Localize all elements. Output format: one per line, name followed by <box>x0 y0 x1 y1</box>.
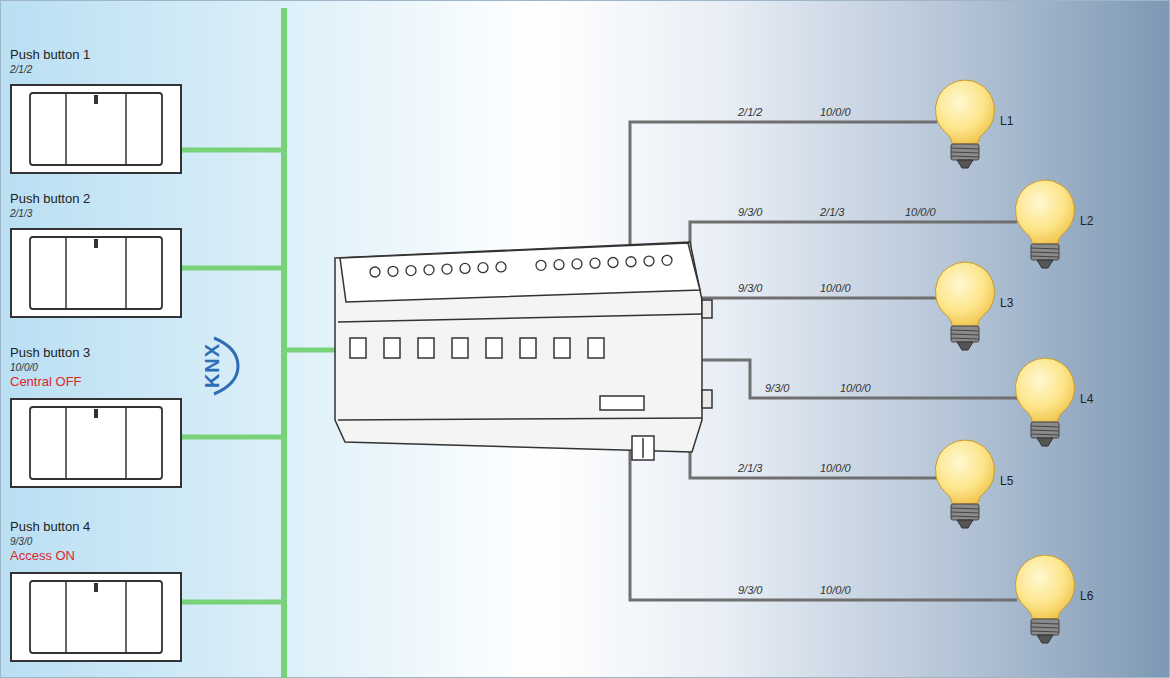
device-name: Push button 2 <box>10 191 200 207</box>
knx-bus <box>182 8 338 678</box>
lamp-name: L6 <box>1080 589 1093 603</box>
light-bulb <box>1010 356 1080 452</box>
lamp-name: L2 <box>1080 214 1093 228</box>
lamp-name: L4 <box>1080 392 1093 406</box>
group-address: 2/1/3 <box>820 206 844 219</box>
lamp: L6 <box>1010 553 1120 649</box>
group-address: 2/1/3 <box>738 462 762 475</box>
group-address: 9/3/0 <box>738 584 762 597</box>
status-led <box>370 255 672 277</box>
lamp-name: L1 <box>1000 114 1013 128</box>
group-address: 2/1/3 <box>10 207 200 220</box>
push-button: Push button 12/1/2 <box>10 47 200 174</box>
group-address: 10/0/0 <box>820 106 851 119</box>
group-address: 10/0/0 <box>10 361 200 374</box>
group-address: 10/0/0 <box>905 206 936 219</box>
group-address: 10/0/0 <box>820 462 851 475</box>
group-address: 2/1/2 <box>10 63 200 76</box>
switch-actuator <box>335 242 712 460</box>
device-name: Push button 3 <box>10 345 200 361</box>
group-address: 9/3/0 <box>738 282 762 295</box>
light-bulb <box>1010 553 1080 649</box>
group-address: 9/3/0 <box>765 382 789 395</box>
light-bulb <box>930 438 1000 534</box>
manual-key <box>350 338 604 358</box>
light-bulb <box>930 260 1000 356</box>
lamp: L3 <box>930 260 1040 356</box>
light-bulb <box>1010 178 1080 274</box>
push-button-symbol <box>10 572 182 662</box>
push-button: Push button 22/1/3 <box>10 191 200 318</box>
light-bulb <box>930 78 1000 174</box>
lamp: L5 <box>930 438 1040 534</box>
push-button: Push button 310/0/0Central OFF <box>10 345 200 488</box>
push-button: Push button 49/3/0Access ON <box>10 519 200 662</box>
lamp: L2 <box>1010 178 1120 274</box>
group-address: 9/3/0 <box>738 206 762 219</box>
device-name: Push button 4 <box>10 519 200 535</box>
push-button-symbol <box>10 84 182 174</box>
push-button-symbol <box>10 228 182 318</box>
group-address: 10/0/0 <box>820 584 851 597</box>
lamp-name: L3 <box>1000 296 1013 310</box>
group-address: 9/3/0 <box>10 535 200 548</box>
group-address: 2/1/2 <box>738 106 762 119</box>
push-button-symbol <box>10 398 182 488</box>
group-address: 10/0/0 <box>820 282 851 295</box>
function-label: Access ON <box>10 548 200 564</box>
lamp-name: L5 <box>1000 474 1013 488</box>
knx-logo: KNX <box>201 343 224 388</box>
function-label: Central OFF <box>10 374 200 390</box>
lamp: L4 <box>1010 356 1120 452</box>
device-name: Push button 1 <box>10 47 200 63</box>
group-address: 10/0/0 <box>840 382 871 395</box>
lamp: L1 <box>930 78 1040 174</box>
